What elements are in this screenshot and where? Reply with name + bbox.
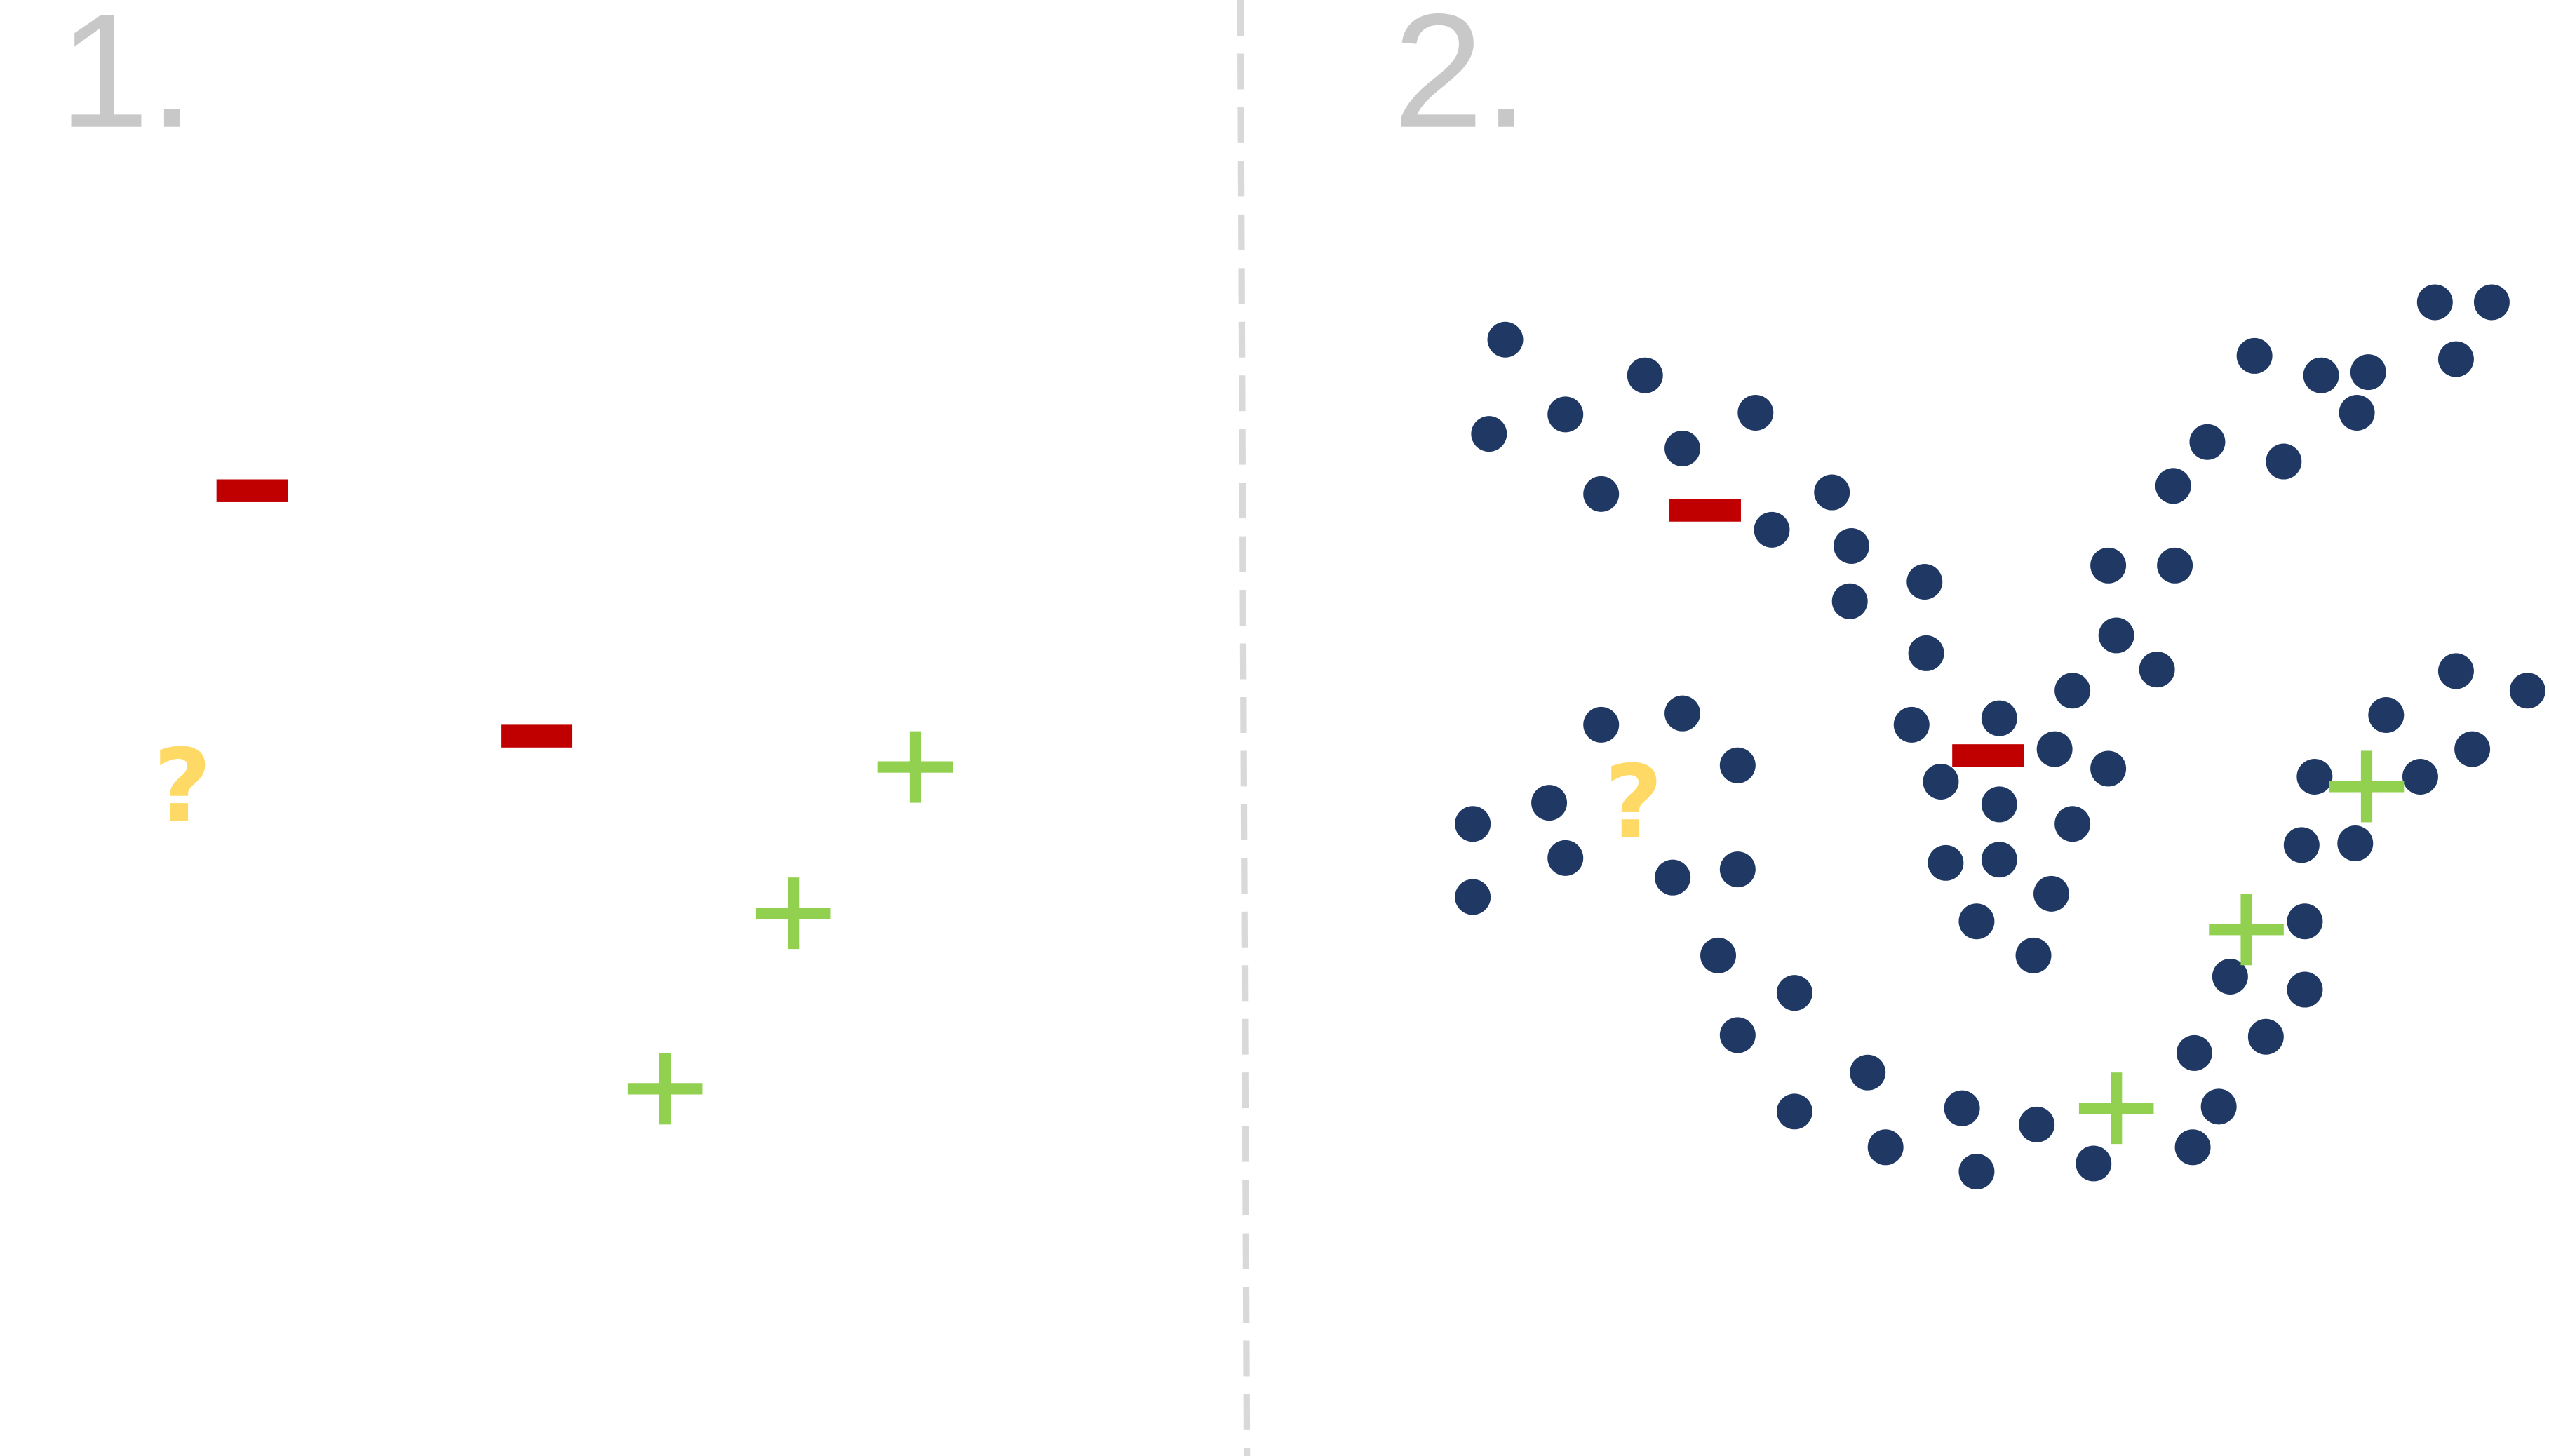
data-point-icon: [1754, 511, 1790, 548]
data-point-icon: [2019, 1106, 2055, 1142]
data-point-icon: [2054, 673, 2091, 709]
data-point-icon: [1928, 844, 1964, 881]
data-point-icon: [2155, 468, 2191, 504]
data-point-icon: [1944, 1090, 1980, 1126]
data-point-icon: [2157, 547, 2193, 584]
plus-icon: [2329, 750, 2405, 823]
data-point-icon: [1583, 476, 1620, 512]
data-point-icon: [2437, 653, 2474, 689]
data-point-icon: [2287, 903, 2323, 940]
data-point-icon: [1719, 851, 1756, 888]
question-mark-icon: ?: [153, 727, 211, 844]
minus-icon: [216, 479, 288, 502]
data-point-icon: [2139, 652, 2175, 688]
data-point-icon: [2090, 547, 2127, 584]
data-point-icon: [2054, 806, 2091, 842]
data-point-icon: [2473, 284, 2510, 321]
minus-icon: [1669, 499, 1741, 522]
minus-icon: [1952, 744, 2024, 767]
data-point-icon: [1719, 1017, 1756, 1053]
data-point-icon: [2098, 617, 2134, 654]
data-point-icon: [1719, 747, 1756, 783]
data-point-icon: [1455, 879, 1491, 915]
data-point-icon: [2212, 959, 2248, 995]
data-point-icon: [1655, 859, 1691, 896]
data-point-icon: [1700, 937, 1737, 973]
data-point-icon: [1908, 635, 1944, 671]
plus-icon: [627, 1053, 703, 1125]
panel-1-label: 1.: [59, 0, 194, 162]
data-point-icon: [2236, 337, 2273, 374]
data-point-icon: [2283, 827, 2320, 863]
data-point-icon: [1981, 700, 2017, 736]
data-point-icon: [1893, 706, 1930, 743]
data-point-icon: [1923, 763, 1959, 800]
plus-icon: [877, 731, 953, 803]
minus-icon: [501, 724, 573, 748]
data-point-icon: [1583, 706, 1620, 743]
data-point-icon: [2266, 443, 2302, 480]
data-point-icon: [2174, 1129, 2211, 1166]
panel-2: ?: [1455, 284, 2545, 1190]
data-point-icon: [1776, 1093, 1812, 1130]
plus-icon: [755, 877, 831, 950]
data-point-icon: [2350, 354, 2386, 391]
data-point-icon: [2176, 1034, 2212, 1071]
data-point-icon: [1776, 975, 1812, 1011]
data-point-icon: [2033, 875, 2069, 912]
data-point-icon: [1471, 416, 1507, 452]
data-point-icon: [1455, 806, 1491, 842]
data-point-icon: [2416, 284, 2453, 321]
data-point-icon: [2402, 759, 2438, 795]
data-point-icon: [2200, 1088, 2237, 1125]
data-point-icon: [1814, 474, 1850, 511]
data-point-icon: [1547, 396, 1584, 433]
panel-divider: [1237, 0, 1251, 1456]
data-point-icon: [1906, 563, 1943, 600]
data-point-icon: [2437, 341, 2474, 377]
data-point-icon: [2509, 673, 2545, 709]
plus-icon: [2078, 1072, 2154, 1145]
data-point-icon: [2303, 357, 2339, 393]
data-point-icon: [1627, 357, 1663, 393]
data-point-icon: [2076, 1145, 2112, 1182]
data-point-icon: [2090, 750, 2127, 787]
data-point-icon: [1981, 786, 2017, 823]
data-point-icon: [1981, 842, 2017, 878]
data-point-icon: [2189, 424, 2226, 460]
data-point-icon: [1531, 785, 1568, 821]
panel-1: ?: [153, 479, 953, 1125]
data-point-icon: [1831, 583, 1868, 619]
data-point-icon: [2454, 731, 2491, 767]
data-point-icon: [1664, 430, 1701, 466]
data-point-icon: [2287, 971, 2323, 1008]
panel-2-label: 2.: [1393, 0, 1528, 162]
data-point-icon: [1867, 1129, 1904, 1166]
data-point-icon: [1958, 903, 1995, 940]
data-point-icon: [2337, 825, 2374, 861]
plus-icon: [2209, 894, 2284, 966]
data-point-icon: [1958, 1154, 1995, 1190]
data-point-icon: [2247, 1018, 2284, 1055]
data-point-icon: [1664, 695, 1701, 732]
question-mark-icon: ?: [1604, 743, 1662, 861]
data-point-icon: [1834, 528, 1870, 564]
data-point-icon: [2339, 395, 2375, 431]
data-point-icon: [2368, 696, 2405, 733]
data-point-icon: [1547, 840, 1584, 876]
data-point-icon: [2296, 759, 2333, 795]
data-point-icon: [1737, 395, 1774, 431]
data-point-icon: [2015, 937, 2052, 973]
data-point-icon: [1487, 321, 1524, 358]
data-point-icon: [2036, 731, 2073, 767]
data-point-icon: [1850, 1054, 1886, 1091]
